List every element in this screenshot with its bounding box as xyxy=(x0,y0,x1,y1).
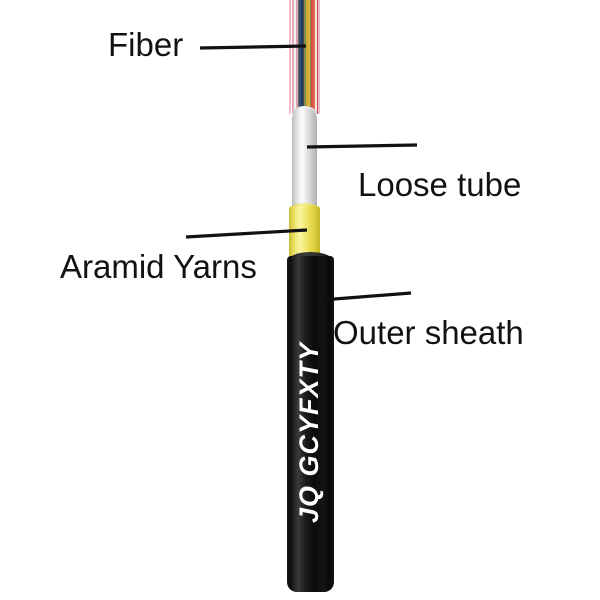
fiber-strand xyxy=(299,0,302,114)
fiber-strand xyxy=(316,0,319,114)
fiber-strand xyxy=(311,0,314,114)
fiber-strand xyxy=(292,0,295,114)
fiber-strand xyxy=(304,0,307,114)
fiber-strand xyxy=(295,0,298,114)
fiber-strand xyxy=(314,0,317,114)
fiber-strand xyxy=(290,0,293,114)
fiber-strand xyxy=(302,0,305,114)
fiber-strand xyxy=(289,0,291,114)
label-outer-sheath: Outer sheath xyxy=(333,314,524,351)
fiber-strand xyxy=(307,0,310,114)
fiber-strand xyxy=(294,0,296,114)
label-loose-tube: Loose tube xyxy=(358,166,522,203)
fiber-strand-bundle xyxy=(289,0,320,114)
fiber-strand xyxy=(313,0,315,114)
fiber-strand xyxy=(297,0,300,114)
outer-sheath-body xyxy=(287,256,334,592)
fiber-strand xyxy=(306,0,308,114)
fiber-strand xyxy=(301,0,303,114)
label-fiber: Fiber xyxy=(108,26,184,63)
loose-tube-body xyxy=(292,108,317,212)
fiber-strand xyxy=(318,0,320,114)
label-aramid-yarns: Aramid Yarns xyxy=(60,248,257,285)
fiber-strand xyxy=(309,0,312,114)
